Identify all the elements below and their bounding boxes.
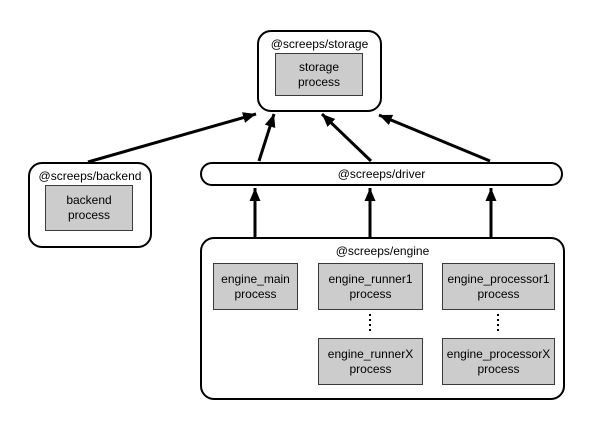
backend-process-box: backend process (45, 185, 133, 231)
node-storage-title: @screeps/storage (270, 37, 369, 51)
engine-main-line1: engine_main (221, 271, 290, 286)
ellipsis-dot (369, 319, 371, 321)
storage-process-line2: process (297, 74, 341, 89)
node-driver: @screeps/driver (200, 162, 563, 186)
engine-processor1-process-box: engine_processor1 process (442, 263, 555, 310)
processor-vertical-ellipsis (497, 314, 499, 331)
node-backend-title: @screeps/backend (38, 169, 142, 183)
storage-process-line1: storage (298, 59, 340, 74)
ellipsis-dot (369, 329, 371, 331)
engine-main-line2: process (234, 286, 277, 301)
ellipsis-dot (497, 329, 499, 331)
backend-process-line1: backend (66, 193, 112, 207)
engine-main-process-box: engine_main process (213, 263, 298, 310)
engine-runner1-line1: engine_runner1 (328, 271, 413, 286)
ellipsis-dot (369, 324, 371, 326)
edge-driver-to-storage-middle (320, 112, 373, 163)
engine-runner1-line2: process (349, 286, 392, 301)
engine-processorX-process-box: engine_processorX process (442, 338, 555, 385)
engine-processor1-line2: process (477, 286, 520, 301)
engine-runner1-process-box: engine_runner1 process (318, 263, 423, 310)
ellipsis-dot (369, 314, 371, 316)
engine-processorX-line1: engine_processorX (446, 346, 551, 361)
runner-vertical-ellipsis (369, 314, 371, 331)
edge-driver-to-storage-right (378, 113, 491, 163)
ellipsis-dot (497, 324, 499, 326)
backend-process-line2: process (67, 208, 111, 222)
engine-runnerX-line1: engine_runnerX (327, 346, 414, 361)
engine-processorX-line2: process (477, 361, 520, 376)
node-driver-title: @screeps/driver (337, 167, 426, 181)
node-engine-title: @screeps/engine (335, 244, 430, 258)
ellipsis-dot (497, 319, 499, 321)
edge-driver-to-storage-left (257, 113, 276, 162)
engine-processor1-line1: engine_processor1 (447, 271, 550, 286)
ellipsis-dot (497, 314, 499, 316)
engine-runnerX-line2: process (349, 361, 392, 376)
edge-backend-to-storage (87, 112, 257, 164)
storage-process-box: storage process (275, 53, 363, 96)
engine-runnerX-process-box: engine_runnerX process (318, 338, 423, 385)
